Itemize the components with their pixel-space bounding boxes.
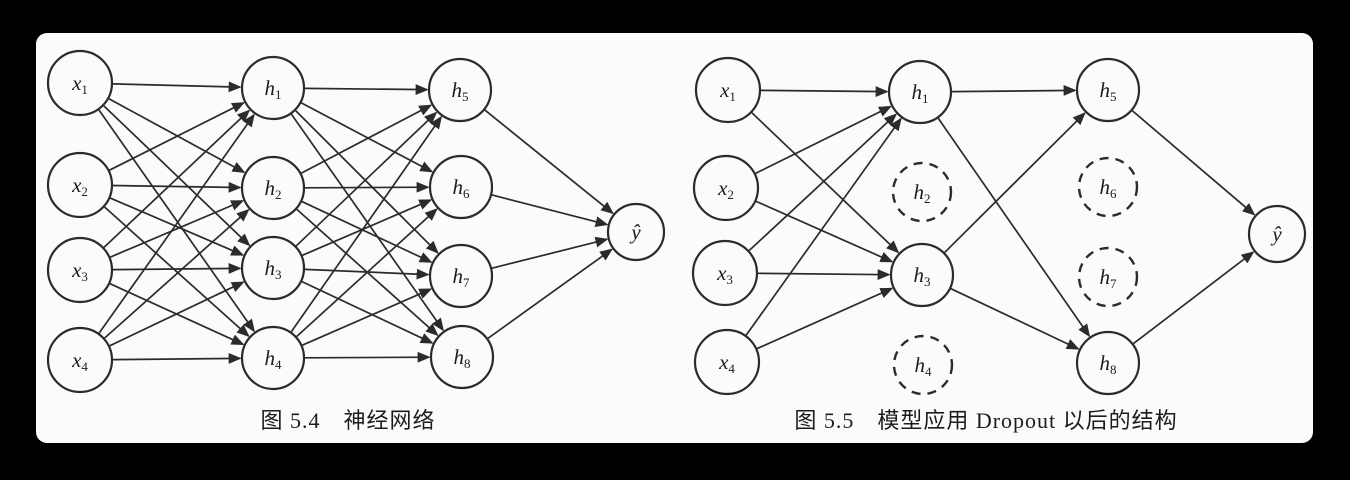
fig-5-5-node-h6-dropped — [1077, 156, 1139, 218]
fig-5-5-node-x3 — [691, 239, 759, 307]
edge-x4-h3 — [756, 287, 894, 350]
fig-5-5-node-h3 — [889, 242, 955, 308]
edge-h2-h5 — [300, 104, 433, 174]
fig-5-5-node-h8 — [1075, 330, 1141, 396]
edge-x2-h1 — [109, 102, 245, 171]
edge-x4-h2 — [104, 208, 250, 339]
fig-5-4-node-h2 — [240, 155, 306, 221]
edge-x4-h4 — [112, 353, 242, 364]
fig-5-5-node-h7-dropped — [1077, 246, 1139, 308]
edge-h1-h6 — [300, 102, 434, 173]
fig-5-5-node-h4-dropped — [892, 334, 954, 396]
edge-h4-h5 — [290, 115, 443, 333]
fig-5-4-node-x4 — [46, 326, 114, 394]
fig-5-4-node-h1 — [240, 55, 306, 121]
fig-5-4-node-h7 — [428, 243, 494, 309]
edge-x2-h3 — [109, 197, 245, 256]
figure-5-5-caption: 图 5.5 模型应用 Dropout 以后的结构 — [794, 408, 1178, 433]
figure-5-4-caption: 图 5.4 神经网络 — [260, 408, 436, 433]
fig-5-4-node-y — [606, 202, 666, 262]
edge-x2-h4 — [104, 206, 250, 338]
edge-x2-h3 — [755, 200, 894, 263]
edge-h1-h5 — [951, 85, 1077, 96]
fig-5-4-node-h6 — [428, 154, 494, 220]
neural-network-diagrams: x1x2x3x4h1h2h3h4h5h6h7h8ŷx1x2x3x4h1h2h3h… — [46, 49, 1307, 396]
edge-h2-h6 — [304, 181, 430, 193]
edge-x4-h3 — [109, 281, 245, 347]
fig-5-4-node-label-y: ŷ — [629, 220, 641, 244]
edge-x3-h3 — [112, 263, 242, 274]
edge-x3-h2 — [110, 200, 245, 258]
edge-h3-h6 — [302, 199, 433, 257]
fig-5-4-node-x2 — [46, 151, 114, 219]
fig-5-4-node-h4 — [240, 325, 306, 391]
edge-h3-h5 — [295, 111, 438, 247]
edge-x4-h1 — [98, 113, 255, 334]
edge-x2-h2 — [112, 181, 242, 193]
edge-h8-y — [487, 248, 613, 340]
edge-h4-h6 — [296, 208, 438, 338]
edge-x4-h1 — [745, 117, 902, 336]
edge-h6-y — [491, 194, 609, 227]
edge-h3-h8 — [950, 287, 1080, 350]
edge-h1-h5 — [304, 84, 429, 95]
edge-h3-h8 — [301, 280, 434, 344]
edge-h7-y — [491, 236, 609, 270]
edge-h8-y — [1132, 251, 1255, 345]
edge-x1-h1 — [112, 81, 242, 93]
fig-5-5-node-h1 — [887, 59, 953, 125]
edge-h2-h7 — [301, 200, 433, 263]
edge-h3-h5 — [944, 112, 1086, 254]
fig-5-4-node-h5 — [427, 57, 493, 123]
edge-h5-y — [484, 109, 614, 215]
edge-x1-h1 — [760, 86, 889, 97]
edge-h4-h8 — [304, 351, 431, 363]
fig-5-5-node-x1 — [694, 56, 762, 124]
fig-5-5-node-x4 — [693, 328, 761, 396]
edge-x2-h1 — [755, 105, 892, 175]
fig-5-4-node-x3 — [46, 236, 114, 304]
edge-x1-h3 — [103, 105, 251, 247]
edge-x3-h1 — [103, 109, 251, 248]
edge-x1-h3 — [751, 112, 900, 254]
fig-5-4-node-h3 — [240, 235, 306, 301]
fig-5-5-node-label-y: ŷ — [1270, 222, 1282, 246]
edge-x3-h3 — [757, 269, 891, 280]
edge-x3-h1 — [748, 113, 898, 252]
edge-h1-h8 — [937, 117, 1091, 338]
fig-5-5-node-h2-dropped — [891, 161, 953, 223]
fig-5-4-node-h8 — [429, 324, 495, 390]
fig-5-5-node-x2 — [692, 154, 760, 222]
edge-h5-y — [1131, 110, 1256, 216]
edge-x1-h4 — [98, 109, 255, 333]
fig-5-5-node-y — [1247, 204, 1307, 264]
fig-5-4-node-x1 — [46, 49, 114, 117]
edge-h4-h7 — [301, 288, 433, 346]
fig-5-5-node-h5 — [1075, 57, 1141, 123]
